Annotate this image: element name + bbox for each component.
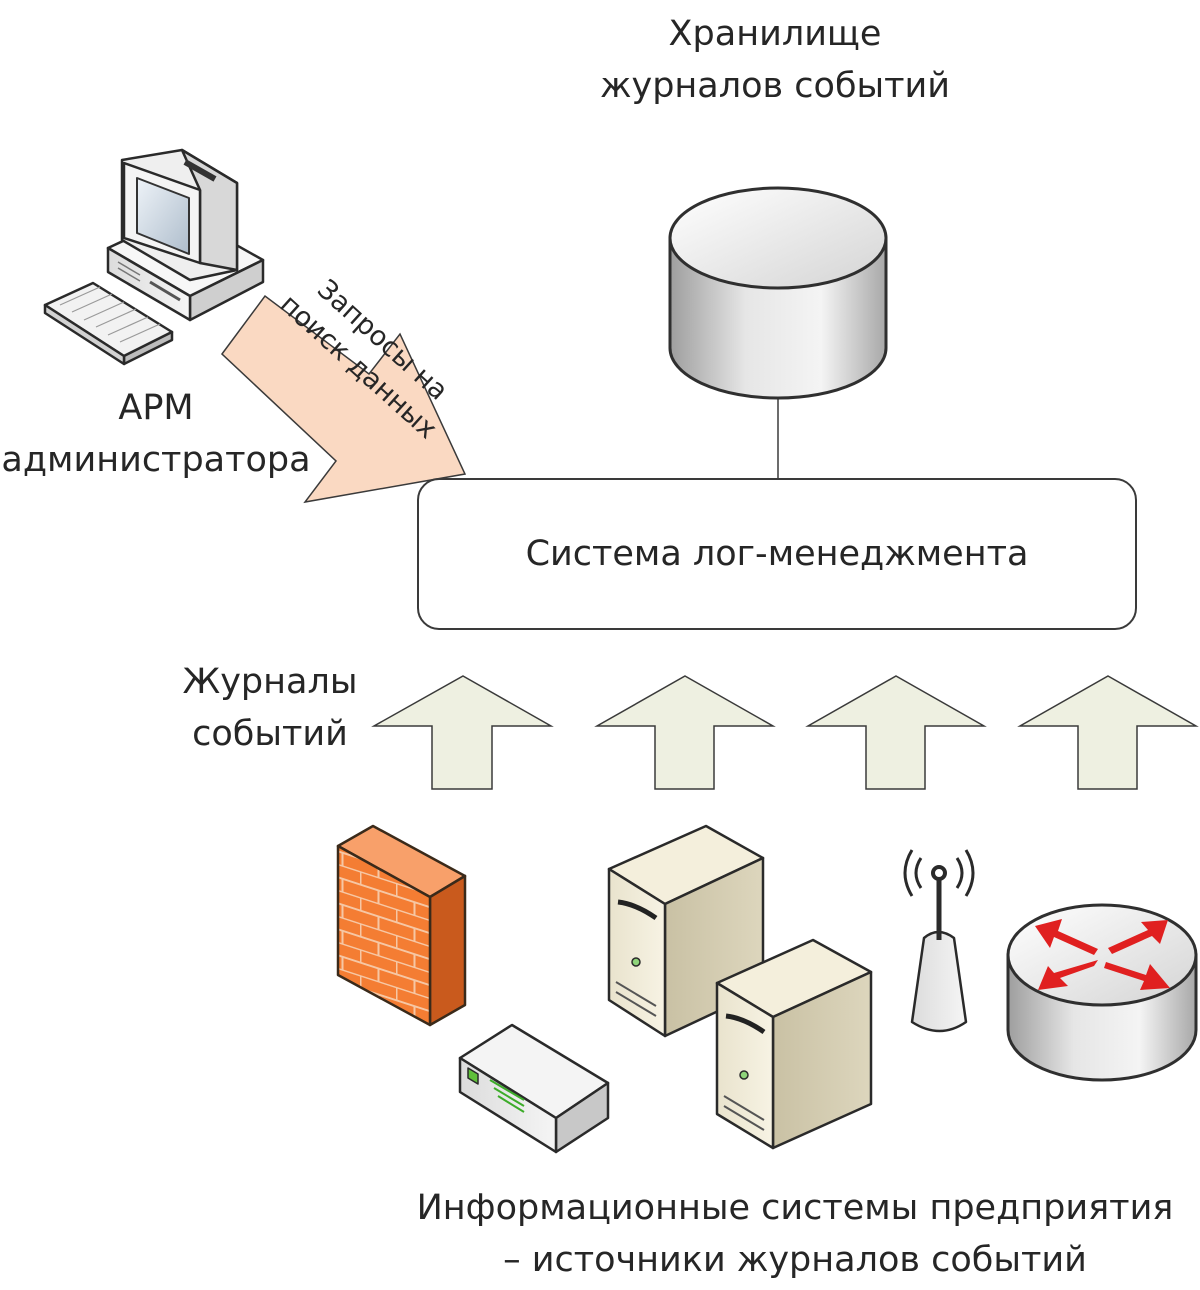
log-arrows	[371, 675, 1199, 790]
event-logs-label-line2: событий	[192, 714, 348, 754]
storage-label-line1: Хранилище	[668, 14, 882, 54]
sources-label-line1: Информационные системы предприятия	[416, 1188, 1174, 1228]
storage-label: Хранилище журналов событий	[560, 8, 990, 112]
sources-label-line2: – источники журналов событий	[503, 1240, 1087, 1280]
server-icon	[715, 938, 873, 1150]
storage-label-line2: журналов событий	[599, 66, 951, 106]
log-management-system-box: Система лог-менеджмента	[417, 478, 1137, 630]
event-logs-label: Журналы событий	[150, 656, 390, 760]
query-arrow	[220, 294, 467, 504]
log-arrow-4	[1017, 675, 1199, 790]
log-arrow-1	[371, 675, 554, 790]
firewall-icon	[336, 824, 467, 1027]
router-icon	[1006, 903, 1198, 1082]
wireless-access-point-icon	[903, 849, 975, 1033]
event-logs-label-line1: Журналы	[182, 662, 358, 702]
switch-icon	[458, 1023, 610, 1154]
log-management-system-label: Система лог-менеджмента	[525, 534, 1029, 574]
log-arrow-2	[594, 675, 776, 790]
sources-label: Информационные системы предприятия – ист…	[395, 1182, 1195, 1286]
log-arrow-3	[805, 675, 987, 790]
admin-label: АРМ администратора	[0, 382, 312, 486]
database-icon	[668, 186, 888, 400]
server-icon	[607, 824, 765, 1038]
admin-label-line2: администратора	[1, 440, 311, 480]
admin-label-line1: АРМ	[118, 388, 194, 428]
workstation-icon	[43, 148, 265, 366]
